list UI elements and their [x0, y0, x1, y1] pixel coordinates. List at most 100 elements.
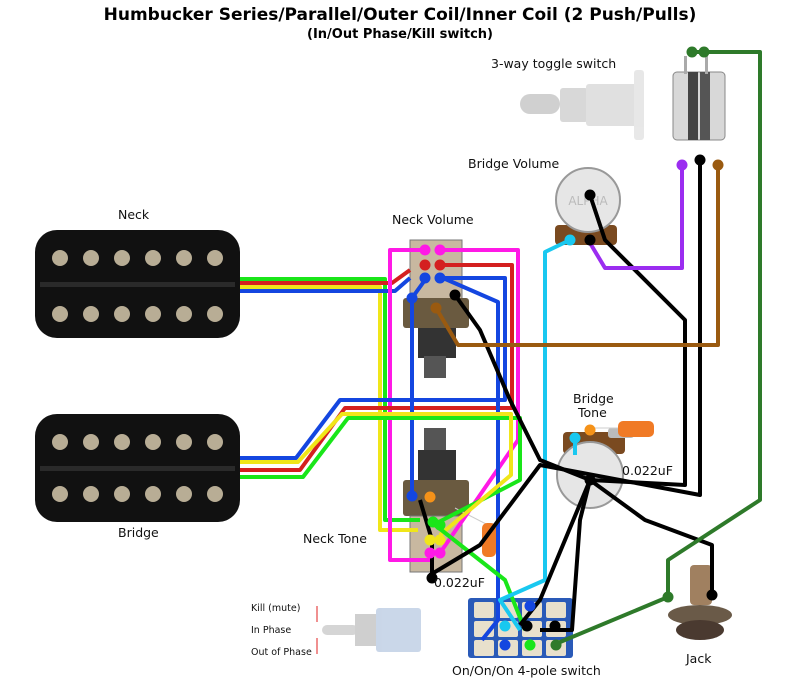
pole-piece — [83, 486, 99, 502]
switch-lug — [546, 602, 566, 618]
black-solder-point — [584, 474, 596, 486]
blue-wire — [240, 276, 507, 460]
blue-solder-point — [499, 639, 511, 651]
pole-screw — [83, 250, 99, 266]
purple-solder-point — [676, 159, 688, 171]
pole-piece — [207, 486, 223, 502]
output-jack — [668, 565, 732, 640]
blue-solder-point — [419, 272, 431, 284]
brown-solder-point — [430, 302, 442, 314]
neck-volume-label: Neck Volume — [392, 212, 474, 227]
kill-position-label: Kill (mute) — [251, 603, 301, 614]
black-wire — [518, 479, 592, 627]
neck-pickup-label: Neck — [118, 207, 150, 222]
pole-piece — [145, 306, 161, 322]
yellow-wire — [240, 412, 513, 537]
bridge-tone-capacitor — [595, 421, 654, 437]
in-phase-label: In Phase — [251, 625, 292, 636]
pole-piece — [176, 306, 192, 322]
red-solder-point — [419, 259, 431, 271]
darkgreen-solder-point — [550, 639, 562, 651]
pole-piece — [52, 486, 68, 502]
red-solder-point — [434, 259, 446, 271]
pole-screw — [83, 434, 99, 450]
toggle-label: 3-way toggle switch — [491, 56, 617, 71]
pole-piece — [145, 486, 161, 502]
black-solder-point — [584, 189, 596, 201]
mini-toggle-image — [322, 608, 421, 652]
magenta-solder-point — [424, 547, 436, 559]
four-pole-label: On/On/On 4-pole switch — [452, 663, 601, 678]
black-wire — [453, 293, 591, 482]
pole-piece — [83, 306, 99, 322]
black-solder-point — [694, 154, 706, 166]
cyan-solder-point — [569, 432, 581, 444]
green-wire — [240, 416, 522, 527]
red-wire — [240, 263, 514, 472]
neck-tone-label: Neck Tone — [303, 531, 367, 546]
pole-piece — [52, 306, 68, 322]
pole-screw — [145, 250, 161, 266]
yellow-solder-point — [434, 534, 446, 546]
blue-wire — [240, 276, 412, 293]
blue-solder-point — [406, 292, 418, 304]
orange-solder-point — [584, 424, 596, 436]
magenta-solder-point — [419, 244, 431, 256]
darkgreen-solder-point — [662, 591, 674, 603]
pole-piece — [114, 486, 130, 502]
magenta-wire — [388, 248, 430, 562]
bridge-volume-pot: ALPHA — [555, 167, 621, 245]
jack-label: Jack — [686, 651, 712, 666]
pole-screw — [176, 434, 192, 450]
pole-screw — [52, 434, 68, 450]
darkgreen-solder-point — [698, 46, 710, 58]
purple-wire — [588, 165, 684, 270]
blue-wire — [442, 276, 500, 642]
bridge-pickup-label: Bridge — [118, 525, 159, 540]
darkgreen-solder-point — [686, 46, 698, 58]
switch-lug — [474, 640, 494, 656]
magenta-solder-point — [434, 547, 446, 559]
bridge-tone-label-2: Tone — [578, 405, 607, 420]
pole-screw — [52, 250, 68, 266]
pole-screw — [207, 434, 223, 450]
three-way-toggle-image — [520, 70, 644, 140]
black-solder-point — [706, 589, 718, 601]
three-way-toggle-switch — [672, 56, 726, 141]
pole-screw — [114, 434, 130, 450]
cyan-solder-point — [499, 620, 511, 632]
bridge-pickup — [35, 414, 240, 522]
cyan-wire — [498, 238, 571, 632]
bridge-cap-label: 0.022uF — [622, 463, 673, 478]
black-solder-point — [584, 234, 596, 246]
darkgreen-wire — [552, 50, 762, 647]
black-solder-point — [426, 572, 438, 584]
brown-solder-point — [712, 159, 724, 171]
pole-screw — [176, 250, 192, 266]
pole-screw — [207, 250, 223, 266]
red-wire — [240, 268, 412, 285]
neck-pickup — [35, 230, 240, 338]
bridge-volume-label: Bridge Volume — [468, 156, 560, 171]
pole-piece — [114, 306, 130, 322]
green-wire — [433, 523, 527, 631]
out-of-phase-label: Out of Phase — [251, 647, 312, 658]
orange-solder-point — [424, 491, 436, 503]
black-solder-point — [549, 620, 561, 632]
magenta-solder-point — [434, 244, 446, 256]
green-solder-point — [524, 639, 536, 651]
pole-piece — [207, 306, 223, 322]
svg-text:ALPHA: ALPHA — [568, 194, 608, 208]
switch-lug — [474, 602, 494, 618]
black-wire — [428, 160, 702, 577]
black-wire — [588, 478, 714, 595]
blue-solder-point — [406, 490, 418, 502]
bridge-tone-label-1: Bridge — [573, 391, 614, 406]
yellow-solder-point — [424, 534, 436, 546]
pole-screw — [145, 434, 161, 450]
diagram-subtitle: (In/Out Phase/Kill switch) — [307, 27, 493, 42]
black-solder-point — [449, 289, 461, 301]
black-solder-point — [521, 620, 533, 632]
